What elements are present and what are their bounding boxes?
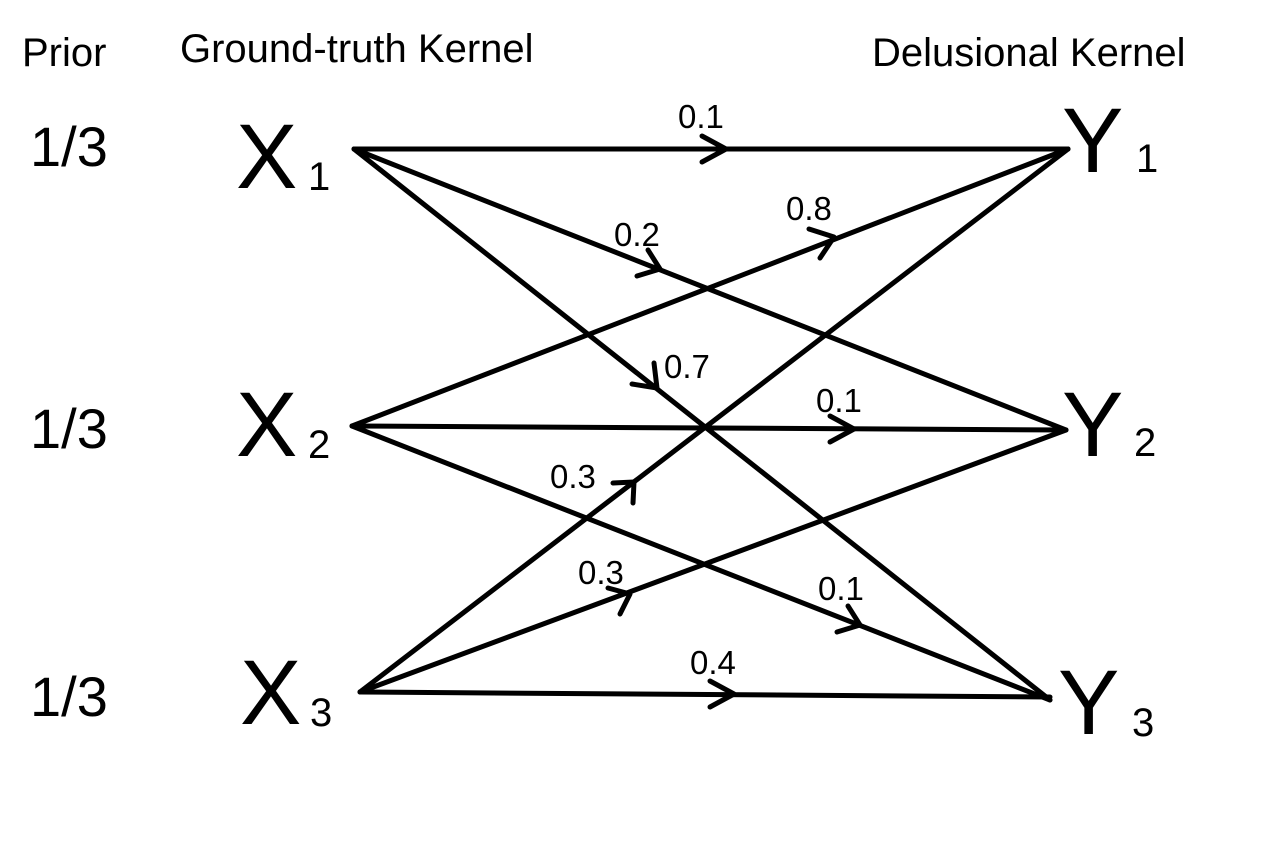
arrowhead bbox=[806, 226, 837, 261]
arrowhead bbox=[707, 678, 737, 710]
node-x1-letter: X bbox=[236, 106, 297, 208]
edge-prob-label: 0.8 bbox=[786, 190, 832, 227]
prior-header: Prior bbox=[22, 31, 106, 75]
node-y2: Y 2 bbox=[1062, 374, 1156, 476]
edge-prob-label: 0.1 bbox=[678, 98, 724, 135]
node-y1: Y 1 bbox=[1062, 90, 1158, 192]
arrowhead bbox=[827, 413, 857, 445]
edge-prob-label: 0.2 bbox=[614, 216, 660, 253]
node-y1-subscript: 1 bbox=[1136, 137, 1158, 181]
edge-line bbox=[349, 146, 1071, 429]
node-x1: X 1 bbox=[236, 106, 330, 208]
node-y3-letter: Y bbox=[1058, 652, 1119, 754]
node-y1-letter: Y bbox=[1062, 90, 1123, 192]
node-y3-subscript: 3 bbox=[1132, 701, 1154, 745]
node-x2-letter: X bbox=[236, 374, 297, 476]
node-x2: X 2 bbox=[236, 374, 330, 476]
arrowhead bbox=[610, 479, 637, 506]
edge-x2-y2: 0.1 bbox=[349, 382, 1069, 445]
edge-line bbox=[357, 689, 1053, 700]
edge-prob-label: 0.3 bbox=[578, 554, 624, 591]
edge-prob-label: 0.4 bbox=[690, 644, 736, 681]
node-x3-subscript: 3 bbox=[310, 691, 332, 735]
edge-x3-y2: 0.3 bbox=[357, 427, 1069, 695]
node-x1-subscript: 1 bbox=[308, 155, 330, 199]
edge-prob-label: 0.3 bbox=[550, 458, 596, 495]
prior-x3: 1/3 bbox=[30, 665, 108, 728]
edge-prob-label: 0.7 bbox=[664, 348, 710, 385]
arrowhead bbox=[834, 603, 863, 635]
node-y2-letter: Y bbox=[1062, 374, 1123, 476]
arrowhead bbox=[605, 585, 633, 617]
edge-x2-y1: 0.8 bbox=[349, 146, 1071, 429]
arrowhead bbox=[629, 360, 660, 391]
node-x3-letter: X bbox=[240, 642, 301, 744]
node-x2-subscript: 2 bbox=[308, 423, 330, 467]
node-x3: X 3 bbox=[240, 642, 332, 744]
edge-line bbox=[357, 427, 1069, 695]
edge-x1-y1: 0.1 bbox=[351, 98, 1071, 165]
delusional-kernel-header: Delusional Kernel bbox=[872, 31, 1186, 75]
edge-line bbox=[351, 146, 1053, 703]
node-y3: Y 3 bbox=[1058, 652, 1154, 754]
arrowhead bbox=[634, 247, 663, 279]
prior-x2: 1/3 bbox=[30, 397, 108, 460]
edge-prob-label: 0.1 bbox=[818, 570, 864, 607]
edge-x1-y3: 0.7 bbox=[351, 146, 1053, 703]
edge-line bbox=[349, 423, 1069, 433]
edge-prob-label: 0.1 bbox=[816, 382, 862, 419]
ground-truth-kernel-header: Ground-truth Kernel bbox=[180, 27, 534, 71]
edge-x3-y3: 0.4 bbox=[357, 644, 1053, 710]
prior-x1: 1/3 bbox=[30, 115, 108, 178]
node-y2-subscript: 2 bbox=[1134, 421, 1156, 465]
edge-x3-y1: 0.3 bbox=[357, 146, 1071, 695]
edge-line bbox=[357, 146, 1071, 695]
arrowhead bbox=[699, 133, 729, 165]
